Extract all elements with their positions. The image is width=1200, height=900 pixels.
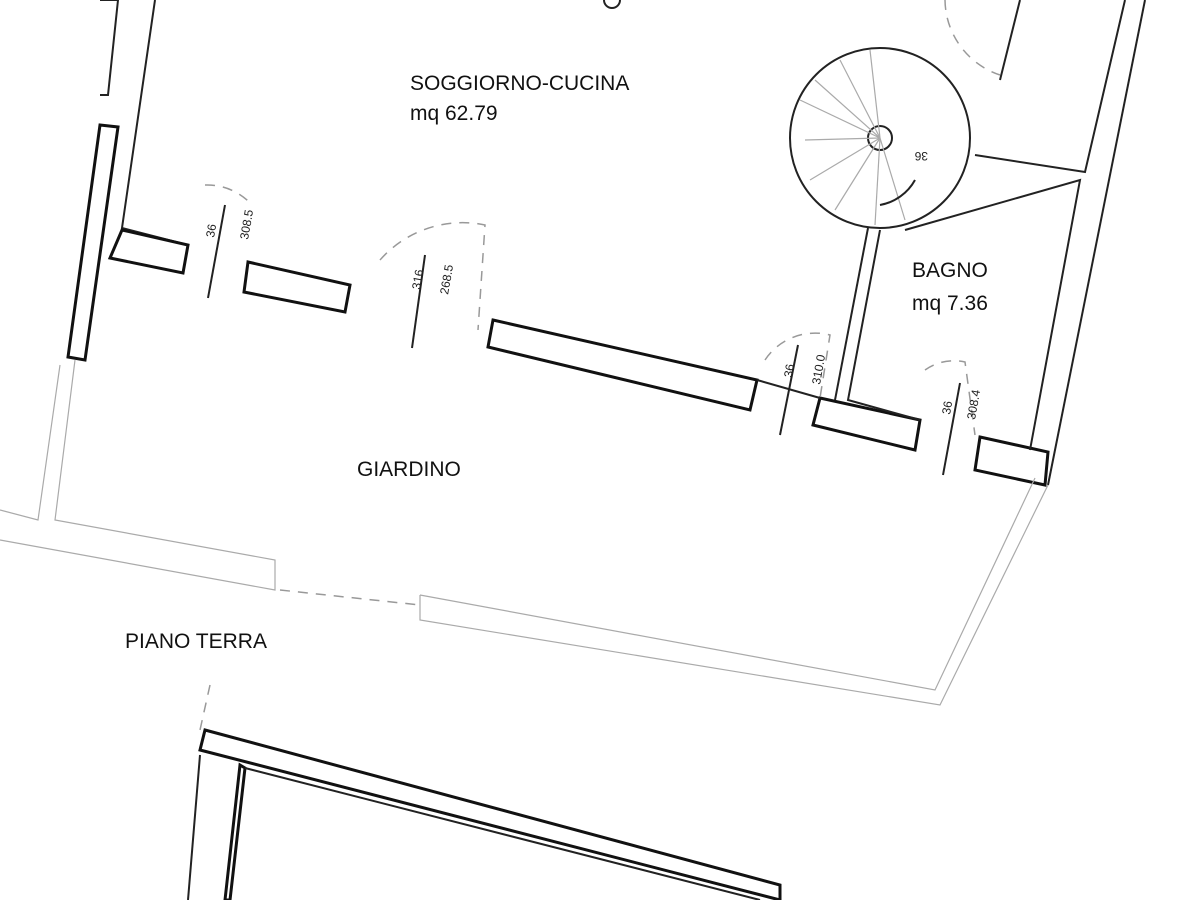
wall-segment	[107, 228, 190, 275]
wall-segment	[486, 318, 759, 412]
room-name-bagno: BAGNO	[912, 259, 988, 282]
garden-boundary	[0, 359, 1049, 731]
outer-left-wall	[66, 123, 120, 362]
walls	[66, 0, 1146, 487]
svg-text:36: 36	[939, 400, 955, 416]
room-name-soggiorno: SOGGIORNO-CUCINA	[410, 72, 629, 95]
svg-text:308.4: 308.4	[964, 388, 983, 420]
soggiorno-left-wall	[120, 0, 189, 246]
floor-label: PIANO TERRA	[125, 630, 267, 653]
stair-label: 36	[914, 149, 928, 163]
bagno-left-wall-outer	[834, 227, 869, 401]
door-swing	[944, 0, 1001, 76]
outer-right-wall	[1047, 0, 1146, 486]
room-name-giardino: GIARDINO	[357, 458, 461, 481]
wall-segment	[973, 435, 1050, 487]
door-swing	[379, 221, 486, 331]
room-area-soggiorno: mq 62.79	[410, 102, 498, 125]
door-swing	[764, 332, 831, 399]
svg-text:308.5: 308.5	[237, 208, 256, 240]
svg-text:310.0: 310.0	[809, 353, 828, 385]
opening-dimensions: 36 308.5 316 268.5 36 310.0 36 308.4	[203, 204, 983, 476]
room-area-bagno: mq 7.36	[912, 292, 988, 315]
door-swing	[204, 184, 253, 206]
svg-text:268.5: 268.5	[437, 263, 456, 295]
wall-line	[999, 0, 1021, 81]
bagno-wall	[904, 178, 1082, 451]
svg-text:36: 36	[203, 223, 219, 239]
svg-text:36: 36	[781, 363, 797, 379]
wall-line	[974, 0, 1126, 174]
outer-left-wall-top	[100, 0, 120, 96]
door-swing	[924, 360, 976, 436]
lower-building	[187, 728, 782, 900]
svg-text:316: 316	[409, 268, 426, 290]
wall-segment	[242, 260, 352, 314]
fixture-icon	[603, 0, 621, 9]
bagno-left-wall	[846, 229, 921, 421]
wall-segment	[811, 396, 922, 452]
spiral-staircase: 36	[789, 47, 971, 229]
